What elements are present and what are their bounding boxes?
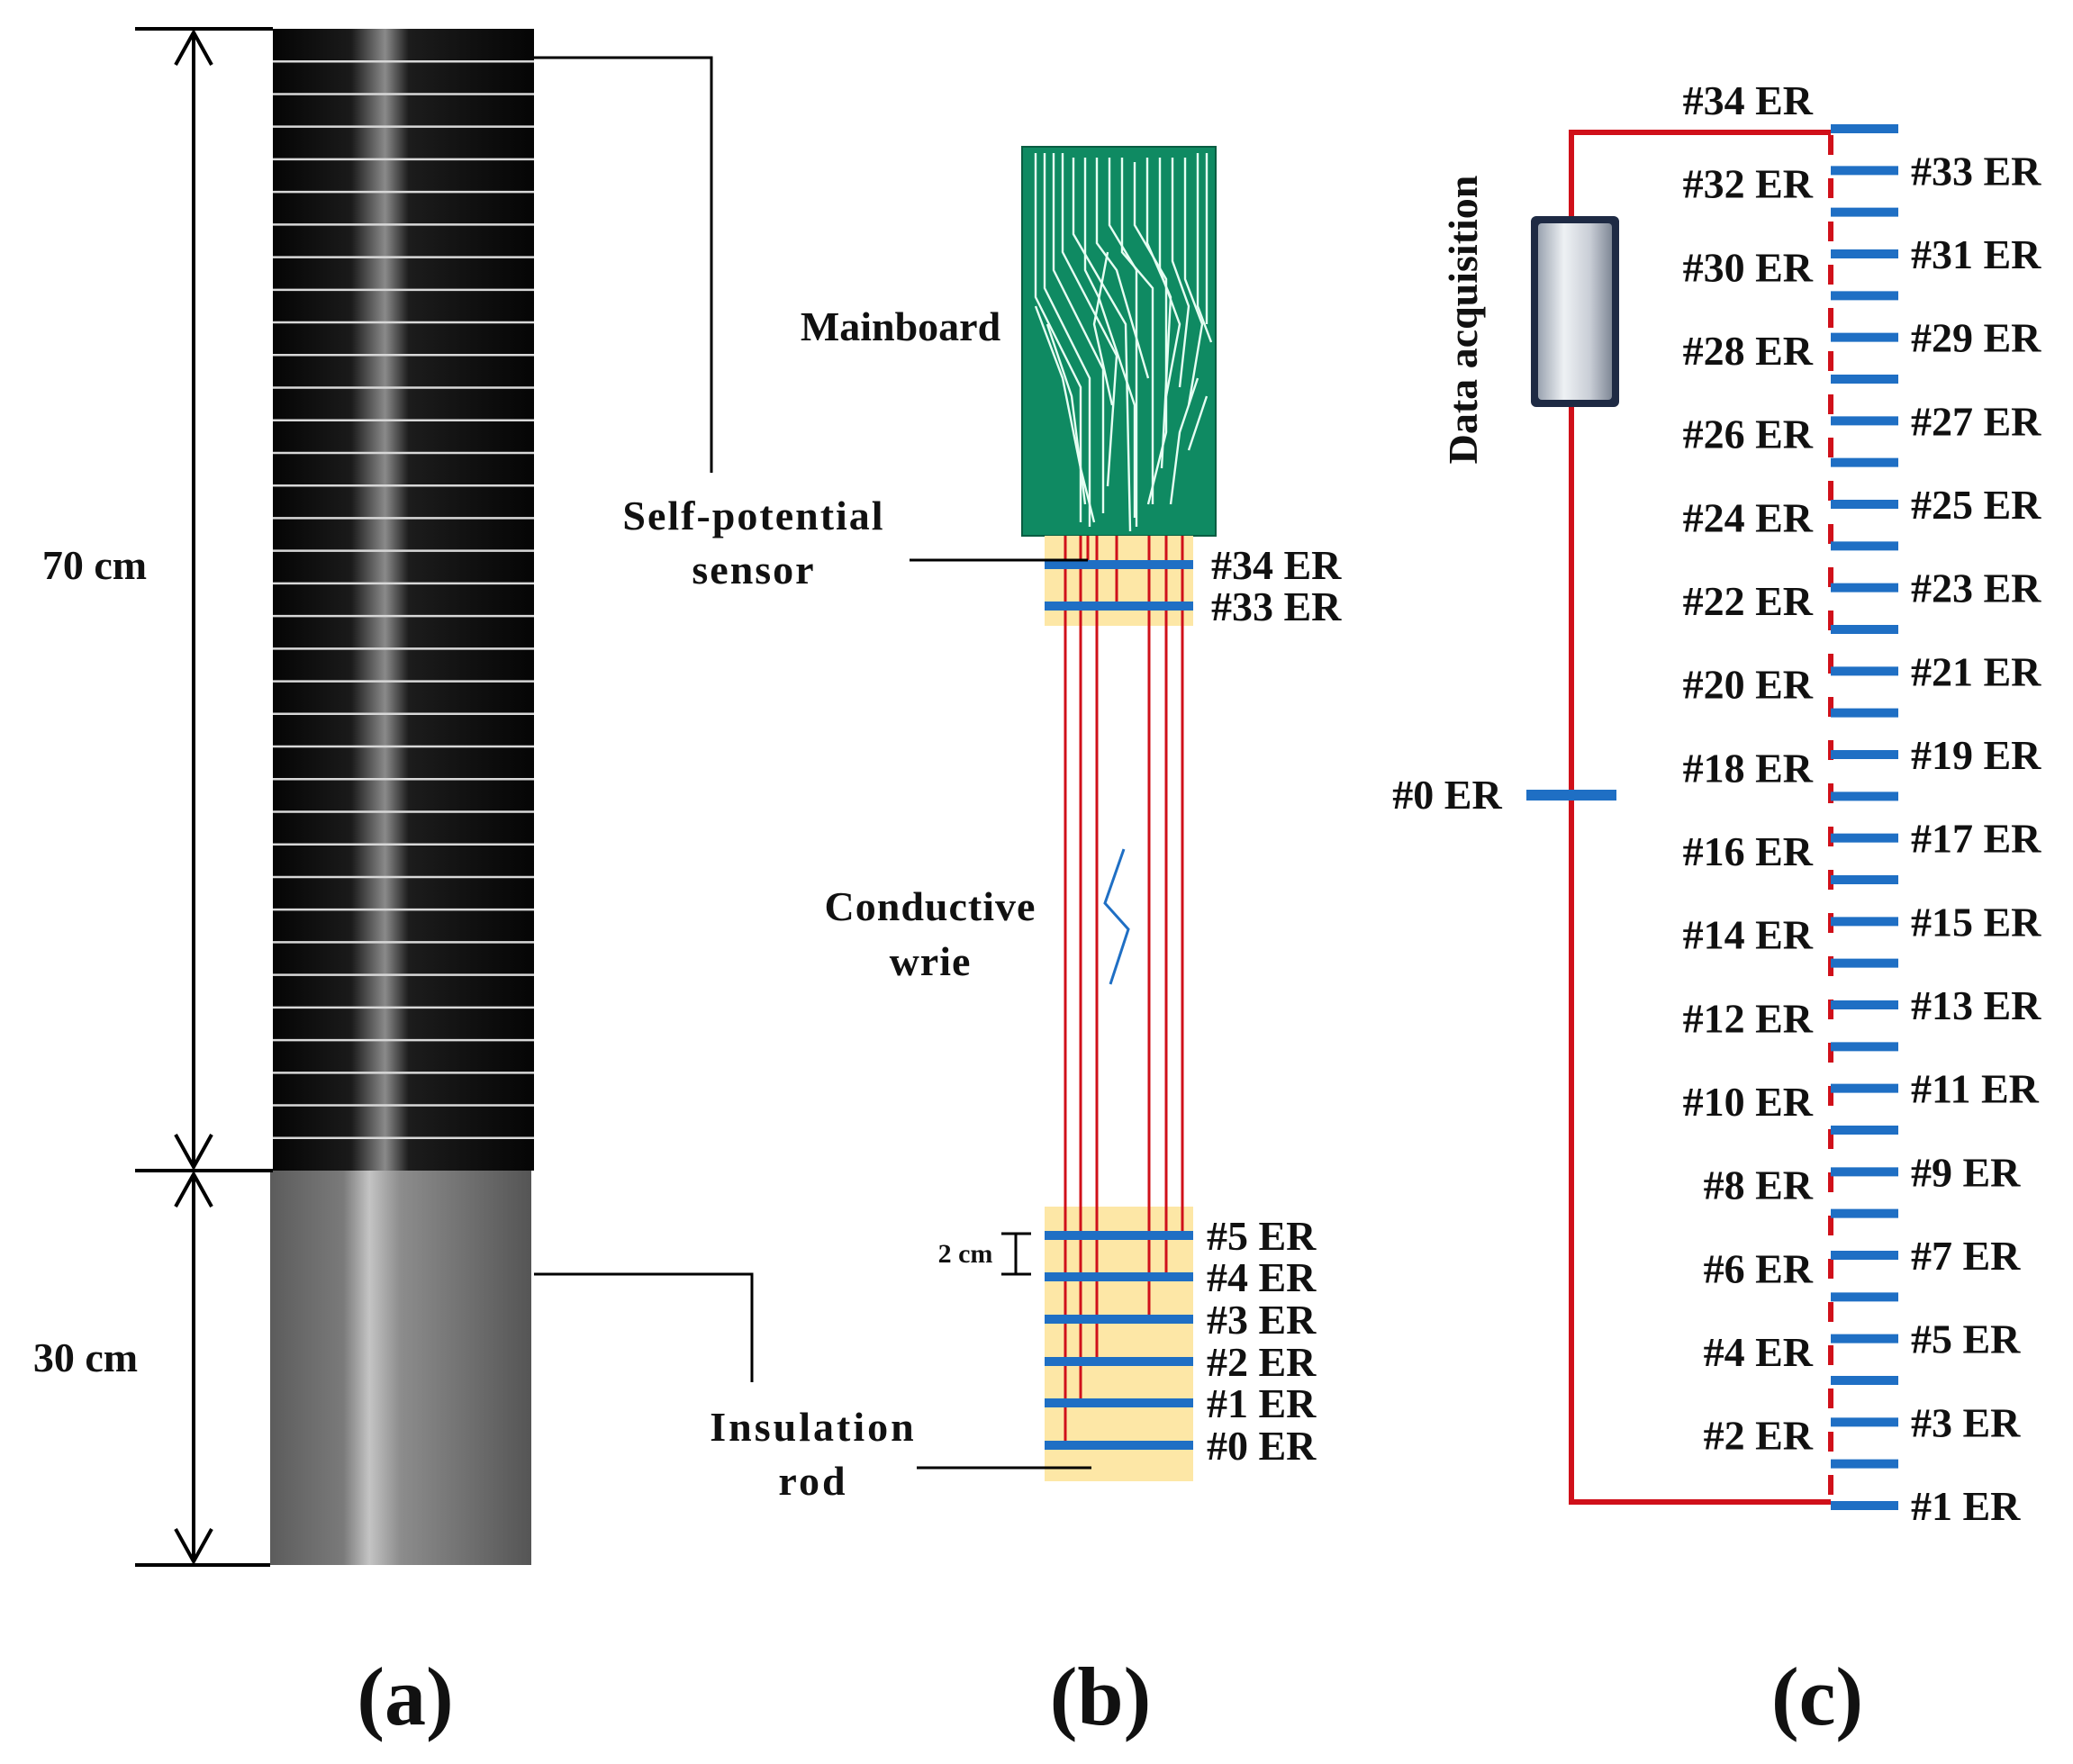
ring-label: #0 ER xyxy=(1207,1423,1317,1469)
sensor-label-1: Self-potential xyxy=(622,493,884,538)
electrode-label: #20 ER xyxy=(1683,662,1814,708)
leader-rod xyxy=(534,1272,754,1382)
electrode-array: #34 ER #33 ER #32 ER #31 ER #30 ER #29 ER #28 … xyxy=(1683,77,2042,1529)
rod-label-1: Insulation xyxy=(710,1404,916,1450)
dim-label-70: 70 cm xyxy=(42,542,147,588)
electrode-label: #5 ER xyxy=(1911,1316,2021,1362)
insulation-section xyxy=(270,1171,531,1565)
electrode-label: #24 ER xyxy=(1683,494,1814,540)
acquisition-wiring xyxy=(1569,130,1831,1505)
electrode-label: #25 ER xyxy=(1911,482,2041,528)
wire-label-2: wrie xyxy=(890,938,972,984)
electrode-label: #29 ER xyxy=(1911,315,2041,361)
electrode-label: #10 ER xyxy=(1683,1079,1814,1125)
electrode-section xyxy=(273,29,534,1171)
electrode-label: #17 ER xyxy=(1911,816,2041,862)
caption-a: (a) xyxy=(357,1651,453,1742)
electrode-label: #14 ER xyxy=(1683,912,1814,958)
caption-c: (c) xyxy=(1771,1651,1863,1742)
ring-label: #34 ER xyxy=(1211,542,1342,588)
electrode-label: #16 ER xyxy=(1683,828,1814,874)
break-symbol xyxy=(1103,848,1130,985)
electrode-label: #28 ER xyxy=(1683,328,1814,374)
electrode-label: #23 ER xyxy=(1911,565,2041,611)
reference-label: #0 ER xyxy=(1392,772,1502,818)
electrode-label: #21 ER xyxy=(1911,648,2041,694)
electrode-rings xyxy=(273,59,534,1140)
electrode-rings-b xyxy=(1045,560,1193,1450)
insulation-rod xyxy=(1045,1207,1193,1481)
conductive-wires xyxy=(1064,536,1184,1445)
electrode-label: #13 ER xyxy=(1911,982,2041,1028)
electrode-label: #11 ER xyxy=(1911,1066,2040,1112)
ring-label: #5 ER xyxy=(1207,1213,1317,1259)
electrode-label: #30 ER xyxy=(1683,244,1814,290)
ring-label: #3 ER xyxy=(1207,1297,1317,1343)
electrode-label: #3 ER xyxy=(1911,1399,2021,1445)
rod-label-2: rod xyxy=(778,1458,847,1504)
panel-c: Data acquisition #0 ER #34 ER #33 ER #32 E… xyxy=(1392,77,2041,1742)
electrode-label: #8 ER xyxy=(1704,1162,1814,1208)
panel-b: 2 cm Mainboard Self-potential sensor Con… xyxy=(622,146,1342,1742)
ring-label: #2 ER xyxy=(1207,1339,1317,1385)
leader-sensor xyxy=(534,56,713,473)
electrode-label: #7 ER xyxy=(1911,1233,2021,1279)
electrode-label: #22 ER xyxy=(1683,578,1814,624)
dimension-lines xyxy=(135,27,273,1567)
electrode-label: #31 ER xyxy=(1911,231,2041,277)
electrode-label: #32 ER xyxy=(1683,161,1814,207)
electrode-label: #26 ER xyxy=(1683,412,1814,457)
spacing-label: 2 cm xyxy=(938,1239,993,1269)
electrode-label: #6 ER xyxy=(1704,1245,1814,1291)
wire-label-1: Conductive xyxy=(825,883,1036,929)
caption-b: (b) xyxy=(1050,1651,1151,1742)
electrode-label: #9 ER xyxy=(1911,1149,2021,1195)
daq-box xyxy=(1538,223,1612,400)
electrode-label: #27 ER xyxy=(1911,398,2041,444)
electrode-label: #18 ER xyxy=(1683,745,1814,791)
sensor-label-2: sensor xyxy=(692,547,815,593)
electrode-label: #4 ER xyxy=(1704,1329,1814,1375)
electrode-label: #12 ER xyxy=(1683,995,1814,1041)
electrode-label: #19 ER xyxy=(1911,732,2041,778)
electrode-label: #15 ER xyxy=(1911,899,2041,945)
ring-labels-b: #34 ER#33 ER #5 ER#4 ER#3 ER#2 ER#1 ER#0 … xyxy=(1207,542,1342,1469)
electrode-label: #2 ER xyxy=(1704,1413,1814,1459)
ring-label: #1 ER xyxy=(1207,1380,1317,1426)
electrode-label: #34 ER xyxy=(1683,77,1814,123)
pcb-traces xyxy=(1034,153,1213,532)
ring-label: #4 ER xyxy=(1207,1254,1317,1300)
electrode-label: #33 ER xyxy=(1911,148,2041,194)
mainboard-label: Mainboard xyxy=(801,303,1001,349)
electrode-label: #1 ER xyxy=(1911,1483,2021,1529)
sensor-rod-top xyxy=(1045,536,1193,626)
dim-label-30: 30 cm xyxy=(33,1334,138,1380)
ring-label: #33 ER xyxy=(1211,583,1342,629)
panel-a: 70 cm 30 cm (a) xyxy=(33,27,754,1742)
mainboard-pcb xyxy=(1021,146,1217,537)
spacing-bracket xyxy=(1001,1232,1031,1276)
daq-label: Data acquisition xyxy=(1440,176,1486,465)
